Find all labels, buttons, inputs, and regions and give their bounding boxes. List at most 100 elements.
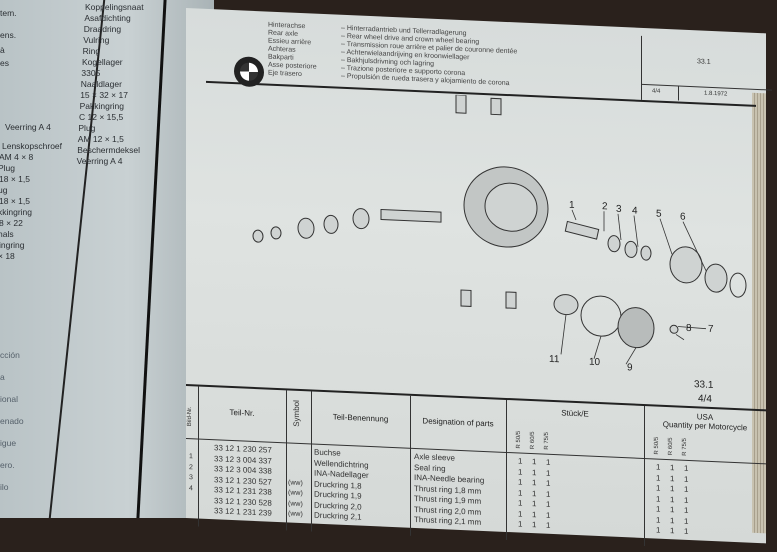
diagram-ref-code: 33.1 [694, 379, 714, 391]
usa-quantity: 1 [684, 484, 689, 494]
left-page-fragment: es [0, 58, 9, 68]
teil-benennung: Wellendichtring [314, 458, 369, 470]
shaft-part [380, 208, 442, 223]
header-bild-nr: Bild-Nr. [187, 406, 193, 427]
left-page-item: × 18 [0, 251, 15, 261]
callout-2: 2 [602, 201, 608, 212]
left-page-item: Plug [78, 123, 96, 133]
callout-9: 9 [627, 362, 633, 373]
usa-quantity: 1 [670, 494, 675, 504]
sheet-number: 4/4 [652, 88, 661, 95]
left-page-item: Draadring [83, 24, 122, 34]
callout-4: 4 [632, 205, 638, 216]
left-page-fragment: cción [0, 350, 20, 360]
quantity: 1 [532, 488, 537, 498]
callout-7: 7 [708, 324, 714, 335]
quantity: 1 [532, 467, 537, 477]
quantity: 1 [532, 509, 537, 519]
left-page-item: Kogellager [82, 57, 123, 67]
left-page-item: ingring [0, 240, 25, 250]
teil-nr: 33 12 3 004 338 [214, 464, 272, 476]
quantity: 1 [546, 520, 551, 530]
screw-part [669, 324, 679, 334]
left-page-item: 8 × 22 [0, 218, 23, 228]
bolt-part [490, 97, 502, 116]
teil-nr: 33 12 1 231 238 [214, 485, 272, 497]
bild-nr: 4 [189, 484, 193, 492]
left-page-fragment: ilo [0, 482, 9, 492]
right-page: Hinterachse– Hinterradantrieb und Teller… [186, 8, 772, 552]
designation: Thrust ring 2,1 mm [414, 514, 482, 527]
left-page-item: 15 × 32 × 17 [80, 90, 128, 100]
usa-quantity: 1 [656, 483, 661, 493]
header-model: R 50/5 [654, 436, 660, 455]
left-page-item: Veerring A 4 [76, 156, 123, 166]
quantity: 1 [546, 457, 551, 467]
bild-nr: 1 [189, 453, 193, 461]
usa-quantity: 1 [684, 495, 689, 505]
bmw-logo-icon [234, 56, 264, 88]
parts-table: Bild-Nr. Teil-Nr. Symbol Teil-Benennung … [186, 384, 766, 552]
quantity: 1 [546, 468, 551, 478]
symbol: (ww) [288, 478, 303, 487]
quantity: 1 [518, 477, 523, 487]
header-designation: Designation of parts [422, 416, 494, 429]
ring-part [297, 217, 315, 239]
left-page-fragment: à [0, 45, 5, 55]
left-page-fragment: ens. [0, 30, 17, 40]
callout-5: 5 [656, 209, 662, 220]
left-page-fragment: ional [0, 394, 18, 404]
bild-nr: 3 [189, 474, 193, 482]
callout-11: 11 [549, 354, 560, 365]
issue-date: 1.8.1972 [704, 90, 728, 98]
cover-part [617, 307, 655, 349]
left-page-item: Koppelingsnaat [85, 2, 144, 12]
gasket-part [580, 295, 622, 337]
teil-nr: 33 12 1 230 527 [214, 474, 272, 487]
left-page-item: Ring [82, 46, 101, 56]
header-info-box: 33.1 4/4 1.8.1972 [641, 35, 772, 106]
header-teil-benennung: Teil-Benennung [332, 412, 389, 424]
quantity: 1 [532, 499, 537, 509]
quantity: 1 [546, 478, 551, 488]
left-page-item: Plug [0, 163, 16, 173]
header-language-label: Eje trasero [268, 69, 302, 79]
usa-quantity: 1 [670, 484, 675, 494]
crown-wheel [669, 246, 703, 284]
header-model: R 75/5 [544, 431, 550, 450]
callout-10: 10 [589, 357, 601, 368]
left-page-item: Pakkingring [79, 101, 125, 111]
ring-part [624, 240, 638, 258]
callout-3: 3 [616, 204, 622, 215]
left-page-item: Naaldlager [80, 79, 122, 89]
usa-quantity: 1 [684, 505, 689, 515]
usa-quantity: 1 [684, 463, 689, 473]
usa-quantity: 1 [684, 474, 689, 484]
bild-nr: 2 [189, 463, 193, 471]
header-stueck: Stück/E [561, 408, 589, 419]
left-page-item: 18 × 1,5 [0, 196, 30, 206]
usa-quantity: 1 [656, 494, 661, 504]
housing-part [484, 182, 538, 232]
teil-benennung: INA-Nadellager [314, 468, 369, 480]
group-code: 33.1 [697, 58, 711, 66]
diagram-ref-sheet: 4/4 [698, 393, 712, 405]
teil-benennung: Druckring 1,9 [314, 489, 362, 501]
header-symbol: Symbol [292, 399, 301, 428]
left-page-item: Beschermdeksel [77, 145, 141, 155]
page-border [136, 0, 167, 518]
usa-quantity: 1 [670, 515, 675, 525]
teil-nr: 33 12 1 230 528 [214, 495, 272, 508]
usa-quantity: 1 [656, 504, 661, 514]
designation: Axle sleeve [414, 451, 455, 463]
ring-part [729, 272, 747, 298]
quantity: 1 [518, 498, 523, 508]
teil-nr: 33 12 3 004 337 [214, 453, 272, 466]
callout-8: 8 [686, 323, 692, 334]
left-page-item: hals [0, 229, 14, 239]
ring-part [607, 235, 621, 253]
quantity: 1 [518, 508, 523, 519]
header-model: R 60/5 [530, 431, 536, 450]
quantity: 1 [532, 457, 537, 467]
